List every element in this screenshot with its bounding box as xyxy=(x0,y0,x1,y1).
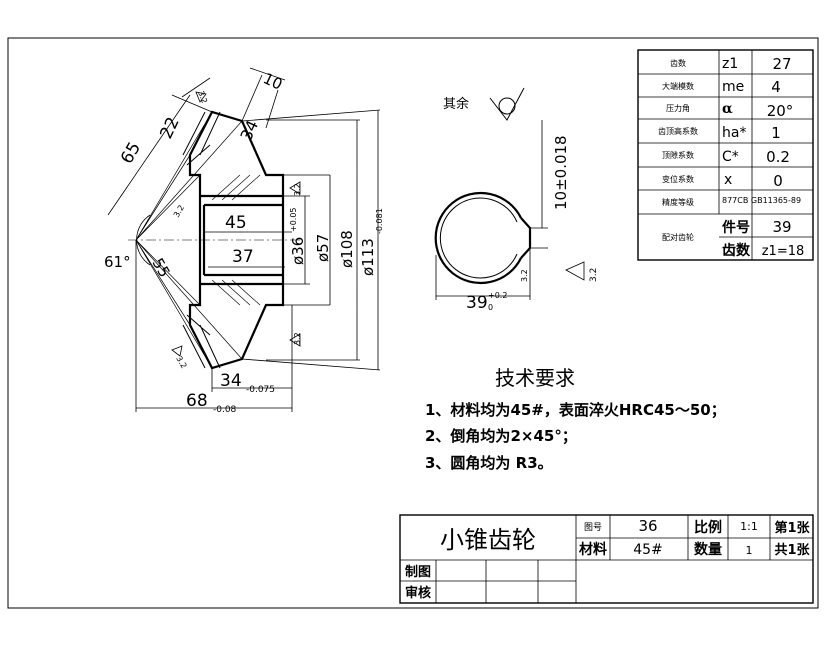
param-part-label: 件号 xyxy=(722,219,750,236)
qiyu-label: 其余 xyxy=(443,96,469,112)
cone-lines xyxy=(135,111,243,369)
bore-side-view xyxy=(434,120,585,300)
dim-45: 45 xyxy=(225,213,247,233)
dim-34b-tol: -0.075 xyxy=(246,385,275,395)
dim-3-2e: 3.2 xyxy=(520,269,529,282)
dim-113-tol: -0.081 xyxy=(375,208,384,234)
gear-section-view xyxy=(107,67,381,412)
title-block-grid xyxy=(400,515,813,603)
bore-circle-outer xyxy=(434,191,522,285)
dim-57: ø57 xyxy=(314,234,332,262)
checked-label: 审核 xyxy=(405,585,431,601)
dim-3-2c: 3.2 xyxy=(293,332,302,345)
notes-title: 技术要求 xyxy=(495,366,575,390)
general-roughness: 其余 xyxy=(443,87,525,121)
param-name-3: 齿顶高系数 xyxy=(658,126,698,136)
param-name-6: 精度等级 xyxy=(662,197,694,207)
param-symbol-5: x xyxy=(724,172,732,188)
dim-36: ø36 xyxy=(289,237,307,265)
dim-34b: 34 xyxy=(220,371,242,391)
param-value-2: 20° xyxy=(767,102,794,120)
title-block-frame xyxy=(399,514,814,604)
side-view-dimensions: 10±0.018 39 +0.2 0 3.2 3.2 xyxy=(466,135,599,313)
dim-lines-bottom xyxy=(135,240,293,412)
note-2: 2、倒角均为2×45°； xyxy=(425,427,577,445)
param-value-4: 0.2 xyxy=(766,148,790,166)
param-name-2: 压力角 xyxy=(666,103,690,113)
dim-lines-bore xyxy=(204,231,292,268)
scale-label: 比例 xyxy=(694,519,722,536)
param-symbol-3: ha* xyxy=(722,125,746,141)
dim-3-2g: 3.2 xyxy=(172,203,186,219)
param-value-3: 1 xyxy=(771,124,781,142)
keyway xyxy=(520,217,532,259)
dim-39-tol: +0.2 xyxy=(488,291,507,300)
dim-lines-right xyxy=(241,109,381,371)
param-value-1: 4 xyxy=(771,78,781,96)
roughness-symbol xyxy=(171,91,301,357)
param-name-1: 大端模数 xyxy=(662,81,694,91)
material-label: 材料 xyxy=(579,541,607,558)
dim-68: 68 xyxy=(186,391,208,411)
dim-39: 39 xyxy=(466,293,488,313)
drawing-no-label: 图号 xyxy=(584,522,602,533)
roughness-check-icon xyxy=(489,87,525,121)
param-table-grid xyxy=(638,50,813,260)
scale: 1:1 xyxy=(740,520,758,533)
param-value-5: 0 xyxy=(773,172,783,190)
dim-3-2b: 3.2 xyxy=(293,183,302,196)
dim-113: ø113 xyxy=(359,238,377,276)
param-value-6: 877CB GB11365-89 xyxy=(722,196,801,205)
parameter-table: 齿数 大端模数 压力角 齿顶高系数 顶隙系数 变位系数 精度等级 配对齿轮 z1… xyxy=(637,49,814,261)
bore-circle-inner xyxy=(439,197,518,279)
note-3: 3、圆角均为 R3。 xyxy=(425,454,553,472)
param-part-value: 39 xyxy=(772,218,791,236)
param-symbol-2: α xyxy=(722,101,733,117)
param-name-5: 变位系数 xyxy=(662,174,694,184)
dim-3-2d: 3.2 xyxy=(589,268,599,282)
tooth-lines xyxy=(182,111,221,369)
bore-outline xyxy=(200,194,283,286)
section-hatch xyxy=(211,174,261,306)
dim-108: ø108 xyxy=(338,230,356,268)
drawing-no: 36 xyxy=(638,517,657,535)
technical-requirements: 技术要求 1、材料均为45#，表面淬火HRC45～50； 2、倒角均为2×45°… xyxy=(425,366,726,472)
param-symbol-4: C* xyxy=(722,149,739,165)
param-value-0: 27 xyxy=(772,55,791,73)
dim-61: 61° xyxy=(104,253,131,271)
param-teeth-label: 齿数 xyxy=(722,242,751,259)
total-label: 共1张 xyxy=(774,542,810,558)
title-block: 小锥齿轮 图号 36 比例 1:1 第1张 材料 45# 数量 1 共1张 制图… xyxy=(399,514,814,604)
roughness-symbol-2 xyxy=(565,261,585,281)
drawn-label: 制图 xyxy=(405,564,431,580)
dim-lines-top xyxy=(107,67,286,216)
param-teeth-value: z1=18 xyxy=(762,244,805,259)
qty: 1 xyxy=(746,544,753,557)
dim-65: 65 xyxy=(117,139,145,168)
sheet-border xyxy=(7,37,819,609)
param-name-4: 顶隙系数 xyxy=(662,150,694,160)
keyway-dims xyxy=(435,120,548,300)
dim-36-tol: +0.05 xyxy=(289,207,298,232)
param-name-0: 齿数 xyxy=(670,58,686,68)
main-view-dimensions: 10 34 22 3.2 65 61° 55 45 37 ø36 +0.05 ø… xyxy=(104,69,384,415)
part-name: 小锥齿轮 xyxy=(440,526,536,554)
dim-39-tol2: 0 xyxy=(488,303,493,312)
dim-37: 37 xyxy=(232,247,254,267)
dim-keyway-width: 10±0.018 xyxy=(552,135,570,210)
param-symbol-1: me xyxy=(722,79,744,95)
param-table-frame xyxy=(637,49,814,261)
roughness-circle-icon xyxy=(498,97,516,115)
sheet-label: 第1张 xyxy=(774,520,810,536)
note-1: 1、材料均为45#，表面淬火HRC45～50； xyxy=(425,401,726,419)
dim-68-tol: -0.08 xyxy=(213,405,237,415)
param-symbol-0: z1 xyxy=(722,56,738,72)
material: 45# xyxy=(633,542,663,558)
qty-label: 数量 xyxy=(694,541,722,558)
param-name-7: 配对齿轮 xyxy=(662,232,694,242)
dim-3-2f: 3.2 xyxy=(174,355,188,371)
